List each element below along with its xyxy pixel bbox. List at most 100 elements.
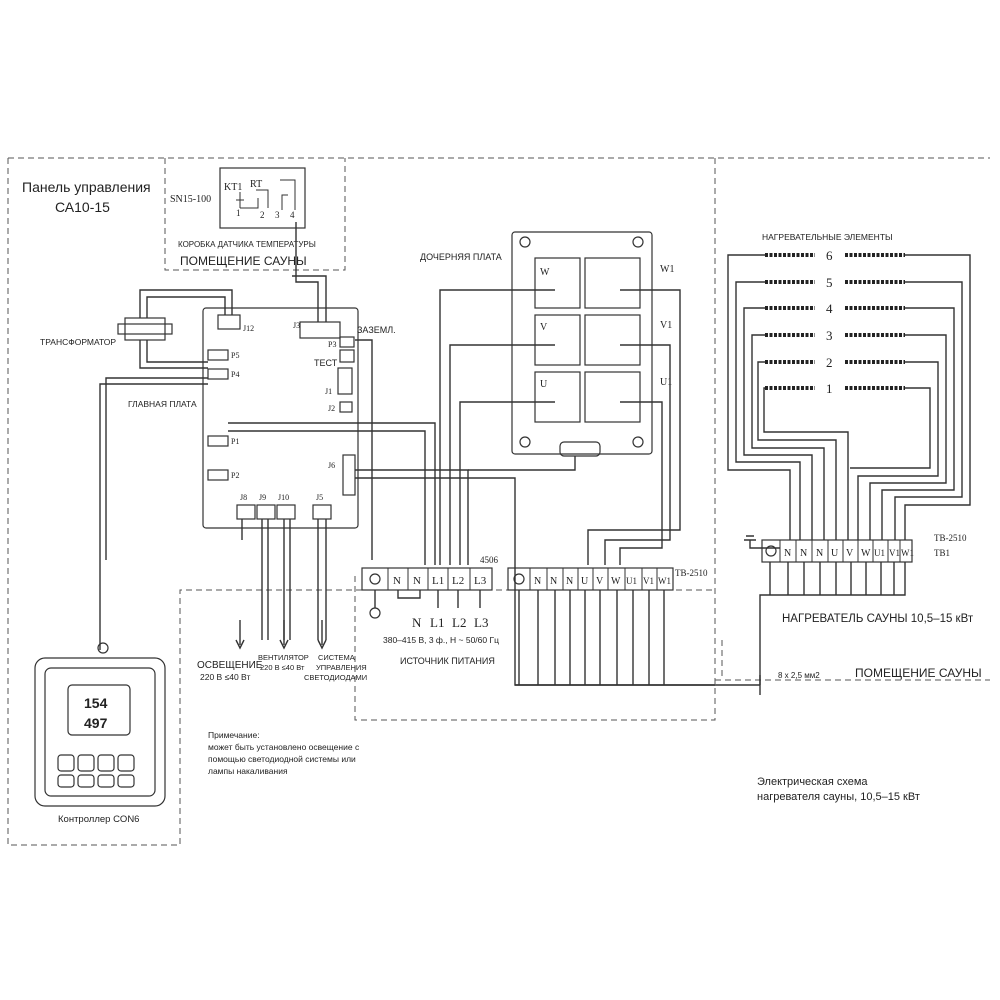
heater-feed: [759, 562, 906, 685]
sensor-pin: 2: [260, 210, 265, 220]
panel-frame-right: [354, 158, 716, 721]
terminal-label: V: [846, 548, 854, 559]
sauna-cable: [515, 675, 761, 695]
relay-label: W1: [660, 264, 674, 275]
relay-label: V: [540, 322, 548, 333]
controller-button: [97, 774, 115, 788]
led-label: СИСТЕМА: [318, 653, 355, 662]
led-label: УПРАВЛЕНИЯ: [316, 663, 367, 672]
output-arrows: [235, 620, 327, 650]
terminal-label: N: [413, 575, 421, 587]
mid-terminal: [507, 567, 674, 591]
terminal-dividers: [779, 540, 901, 562]
light-spec: 220 В ≤40 Вт: [200, 672, 250, 682]
ground-label: ЗАЗЕМЛ.: [357, 325, 396, 335]
sensor-internal-wiring: [236, 179, 296, 210]
controller-label: Контроллер CON6: [58, 814, 139, 825]
element-number: 3: [826, 328, 833, 343]
connector-label: P5: [231, 351, 239, 360]
terminal-label: N: [784, 548, 791, 559]
sauna-room-label: ПОМЕЩЕНИЕ САУНЫ: [855, 666, 982, 680]
terminal-label: U: [831, 548, 839, 559]
sensor-pin: 1: [236, 208, 241, 218]
connector-label: J8: [240, 493, 247, 502]
connector-p1: [207, 435, 229, 447]
controller-button: [77, 774, 95, 788]
terminal-label: V: [596, 576, 604, 587]
relay-output-wires: [587, 289, 681, 565]
controller-face: [44, 667, 156, 797]
terminal-dividers: [529, 568, 658, 590]
element-number: 6: [826, 248, 833, 263]
connector-p3: [339, 336, 355, 348]
terminal-label: W1: [901, 548, 914, 558]
relay-u1: [584, 371, 641, 423]
daughter-link: [468, 456, 576, 471]
ground-wire: [355, 339, 373, 560]
sensor-model: SN15-100: [170, 194, 211, 205]
cable-spec: 8 х 2,5 мм2: [778, 671, 820, 680]
relay-label: U: [540, 379, 548, 390]
transformer-label: ТРАНСФОРМАТОР: [40, 337, 116, 347]
connector-label: J9: [259, 493, 266, 502]
elements-label: НАГРЕВАТЕЛЬНЫЕ ЭЛЕМЕНТЫ: [762, 232, 893, 242]
mount-hole: [632, 236, 644, 248]
terminal-label: U1: [874, 548, 885, 558]
connector-p5: [207, 349, 229, 361]
connector-label: J1: [325, 387, 332, 396]
caption-subtitle: нагревателя сауны, 10,5–15 кВт: [757, 791, 920, 803]
daughter-board: [511, 231, 653, 455]
connector-j1: [337, 367, 353, 395]
connector-label: J3: [293, 321, 300, 330]
connector-p2: [207, 469, 229, 481]
sensor-pin: 4: [290, 210, 295, 220]
supply-source: ИСТОЧНИК ПИТАНИЯ: [400, 656, 495, 666]
fan-label: ВЕНТИЛЯТОР: [258, 653, 309, 662]
sensor-pin: 3: [275, 210, 280, 220]
element-right-wires: [850, 254, 971, 540]
terminal-label: N: [800, 548, 807, 559]
connector-j5: [312, 504, 332, 520]
terminal-label: V1: [643, 576, 654, 586]
connector-label: P2: [231, 471, 239, 480]
supply-leads: [374, 590, 481, 608]
terminal-label: N: [566, 576, 573, 587]
terminal-label: W: [861, 548, 871, 559]
heater-label: НАГРЕВАТЕЛЬ САУНЫ 10,5–15 кВт: [782, 613, 974, 625]
terminal-label: L1: [432, 575, 444, 587]
connector-label: J5: [316, 493, 323, 502]
connector-j3: [299, 321, 341, 339]
controller-button: [97, 754, 115, 772]
terminal-label: N: [393, 575, 401, 587]
connector-label: P4: [231, 370, 239, 379]
controller-display: [67, 684, 131, 736]
test-button: [339, 349, 355, 363]
connector-label: P3: [328, 340, 336, 349]
supply-label: L3: [474, 615, 488, 630]
transformer-body: [124, 317, 166, 341]
connector-j12: [217, 314, 241, 330]
terminal-label: U: [581, 576, 589, 587]
sensor-rt: RT: [250, 179, 262, 190]
terminal-label: N: [550, 576, 557, 587]
terminal-label: W: [611, 576, 621, 587]
p1-wires: [228, 422, 436, 565]
output-wires: [241, 519, 327, 640]
note: Примечание:: [208, 730, 260, 740]
element-number: 2: [826, 355, 833, 370]
test-label: ТЕСТ: [314, 358, 338, 368]
relay-label: W: [540, 267, 550, 278]
daughter-connector: [559, 441, 601, 457]
terminal-label: N: [534, 576, 541, 587]
caption-title: Электрическая схема: [757, 776, 868, 788]
note: помощью светодиодной системы или: [208, 754, 356, 764]
sensor-room-label: ПОМЕЩЕНИЕ САУНЫ: [180, 254, 307, 268]
controller-cable: [99, 377, 208, 650]
note: может быть установлено освещение с: [208, 742, 360, 752]
light-label: ОСВЕЩЕНИЕ: [197, 660, 263, 671]
connector-p4: [207, 368, 229, 380]
fan-spec: 220 В ≤40 Вт: [260, 663, 305, 672]
controller-button: [57, 774, 75, 788]
cable-bundle: [518, 590, 665, 685]
